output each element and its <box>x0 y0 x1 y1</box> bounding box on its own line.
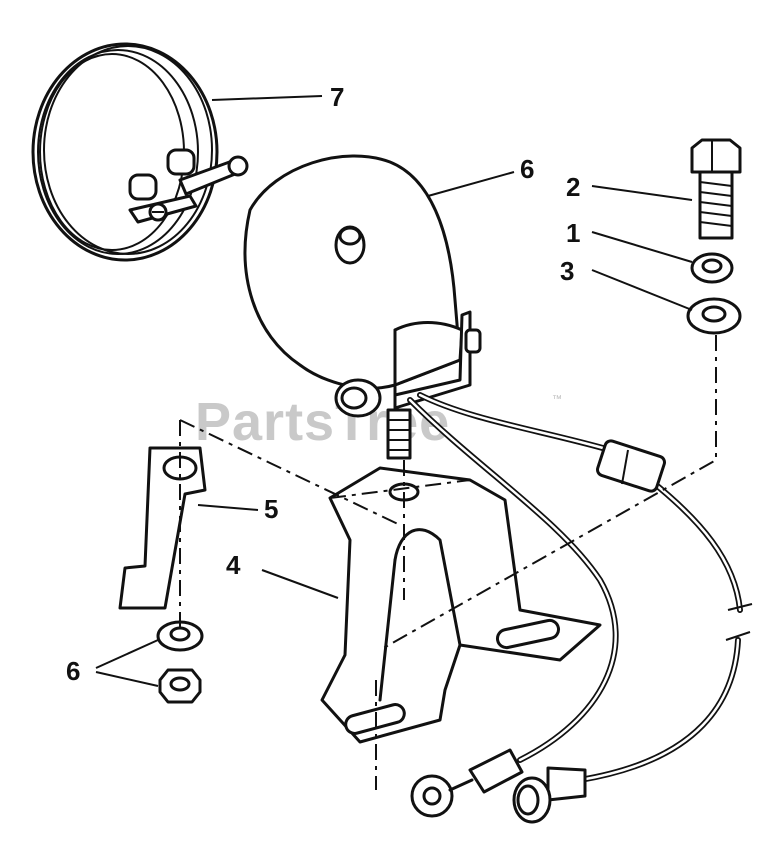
bolt-part <box>690 138 742 240</box>
callout-6-nuts: 6 <box>66 656 80 686</box>
small-bracket-part <box>118 446 207 610</box>
flat-washer-part <box>686 297 742 335</box>
hex-nut-parts <box>156 620 204 704</box>
lock-washer-part <box>690 252 734 284</box>
watermark-trademark: ™ <box>552 394 562 405</box>
callouts: 7 6 2 1 3 5 4 6 <box>66 82 580 686</box>
wiring-harness <box>407 392 753 824</box>
leader-lines <box>95 95 693 687</box>
lamp-lens-part <box>31 42 249 262</box>
callout-6-lamp: 6 <box>520 154 534 184</box>
assembly-lines <box>179 335 717 790</box>
callout-1: 1 <box>566 218 580 248</box>
callout-2: 2 <box>566 172 580 202</box>
callout-3: 3 <box>560 256 574 286</box>
callout-7: 7 <box>330 82 344 112</box>
callout-4: 4 <box>226 550 241 580</box>
callout-5: 5 <box>264 494 278 524</box>
lamp-housing-part <box>243 154 482 460</box>
